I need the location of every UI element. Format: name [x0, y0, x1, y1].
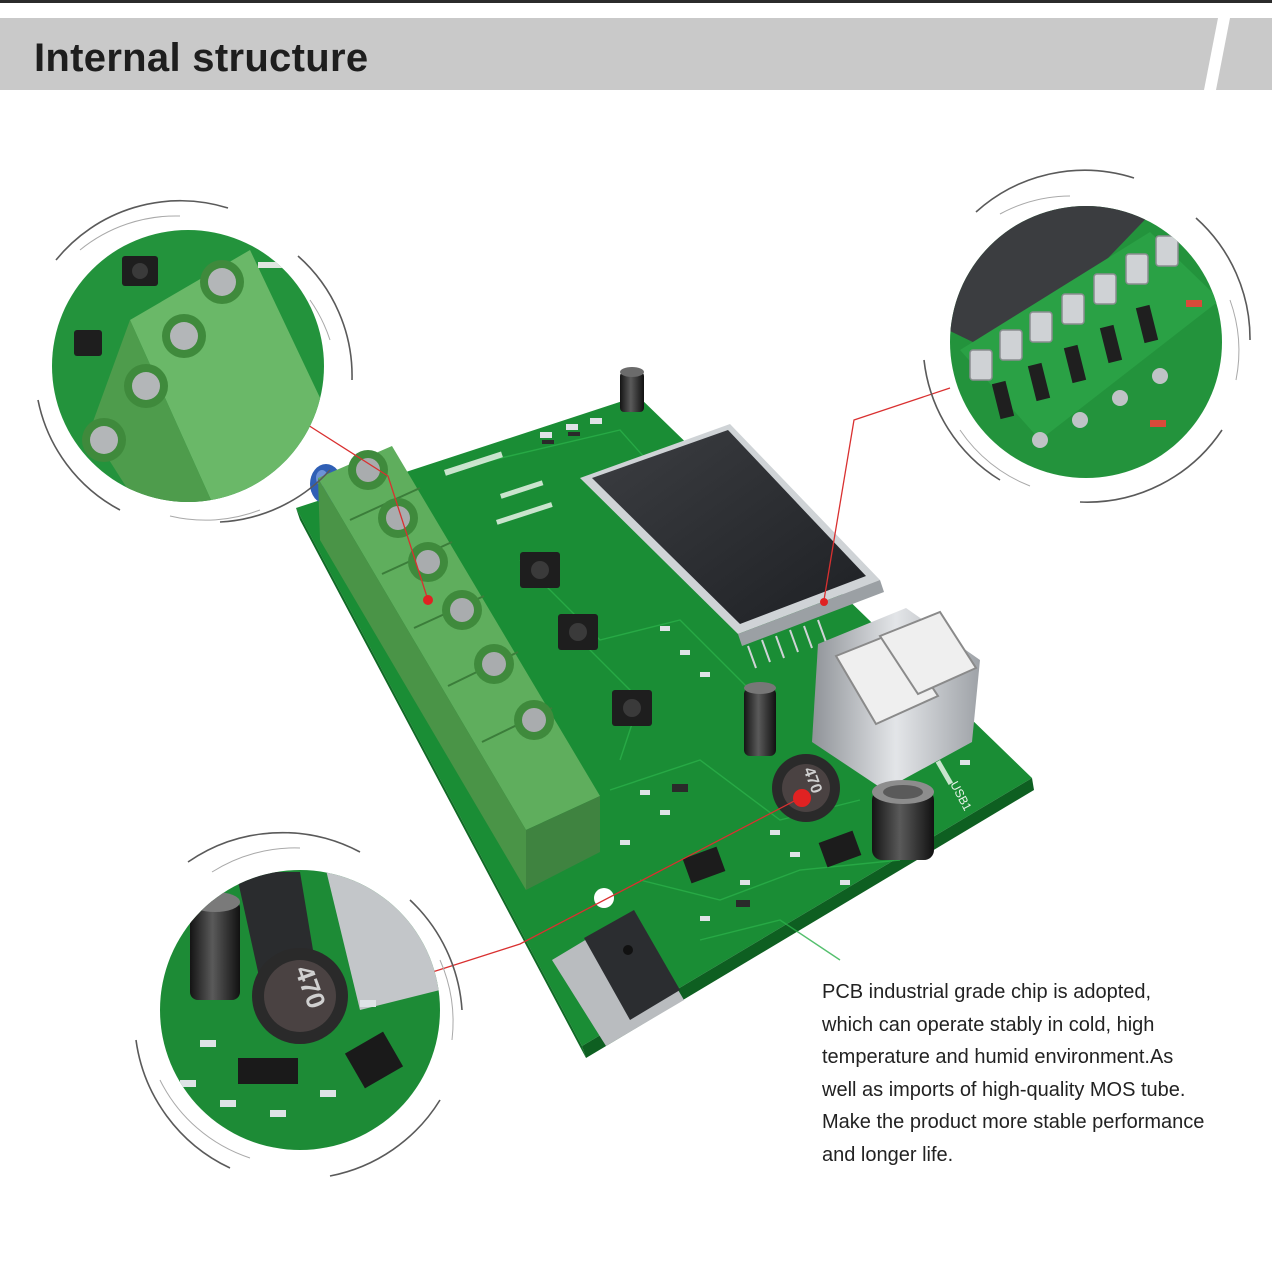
tactile-button-1-icon	[520, 552, 560, 588]
description-text: PCB industrial grade chip is adopted, wh…	[822, 976, 1262, 1172]
tactile-button-2-icon	[558, 614, 598, 650]
buzzer-icon	[552, 910, 684, 1046]
capacitor-large-icon	[872, 780, 934, 860]
description-line: well as imports of high-quality MOS tube…	[822, 1078, 1186, 1101]
ic-chips	[682, 830, 862, 884]
terminal-block	[318, 446, 600, 890]
marker-mos-icon	[820, 598, 828, 606]
zoom-inductor-circle: 470	[135, 831, 463, 1177]
page-title: Internal structure	[34, 36, 369, 80]
description-line: which can operate stably in cold, high	[822, 1013, 1155, 1036]
header-band	[0, 18, 1272, 90]
description-line: PCB industrial grade chip is adopted,	[822, 981, 1152, 1003]
description-line: and longer life.	[822, 1143, 954, 1166]
zoom-mos-circle	[923, 169, 1251, 503]
usb-port-icon: USB1	[812, 608, 980, 813]
capacitor-small-icon	[620, 367, 644, 412]
top-rule	[0, 0, 1272, 3]
description-line: Make the product more stable performance	[822, 1111, 1205, 1134]
inductor-icon: 470	[772, 754, 840, 822]
lcd-display	[580, 424, 884, 669]
zoom-terminal-circle	[37, 199, 353, 523]
tactile-button-3-icon	[612, 690, 652, 726]
mounting-hole-icon	[594, 888, 614, 908]
capacitor-mid-icon	[744, 682, 776, 756]
marker-terminal-icon	[423, 595, 433, 605]
marker-inductor-icon	[793, 789, 811, 807]
zoom-inductor-icon: 470	[252, 948, 348, 1044]
description-line: temperature and humid environment.As	[822, 1046, 1174, 1069]
